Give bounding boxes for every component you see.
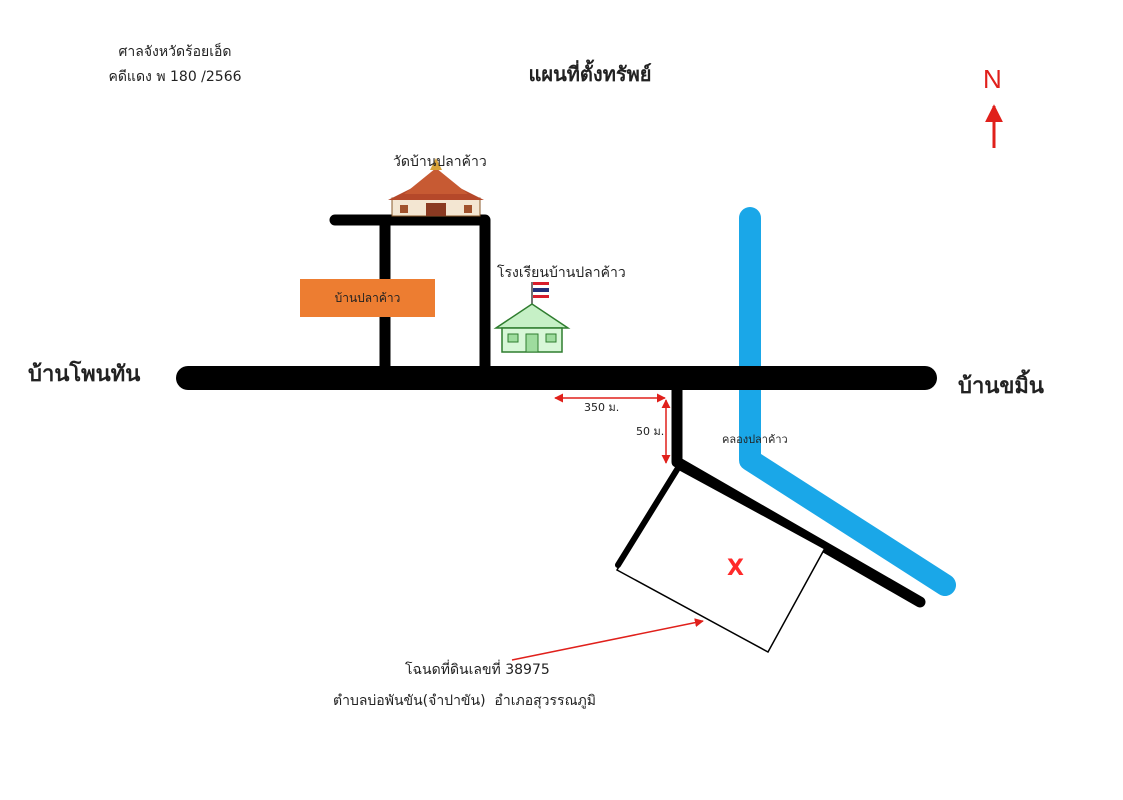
distance-vertical-label: 50 ม. (636, 425, 665, 438)
west-village-label: บ้านโพนทัน (28, 362, 141, 387)
canal-line (739, 207, 956, 596)
village-label: บ้านปลาค้าว (334, 290, 401, 305)
school-icon (493, 282, 571, 353)
map-title: แผนที่ตั้งทรัพย์ (528, 62, 652, 86)
plot-north-edge (677, 466, 826, 550)
court-name: ศาลจังหวัดร้อยเอ็ด (118, 44, 232, 60)
property-road (671, 384, 926, 608)
compass-north-label: N (983, 64, 1002, 94)
plot-west-edge (615, 465, 681, 568)
canal-label: คลองปลาค้าว (722, 433, 788, 446)
temple-label: วัดบ้านปลาค้าว (393, 154, 487, 170)
deed-pointer-arrow (511, 618, 704, 661)
village-box: บ้านปลาค้าว (300, 279, 435, 317)
school-label: โรงเรียนบ้านปลาค้าว (497, 265, 626, 281)
court-info: ศาลจังหวัดร้อยเอ็ด คดีแดง พ 180 /2566 (100, 40, 250, 90)
deed-location: ตำบลบ่อพันขัน(จำปาขัน) อำเภอสุวรรณภูมิ (333, 693, 597, 709)
case-number: คดีแดง พ 180 /2566 (108, 69, 242, 85)
east-village-label: บ้านขมิ้น (958, 374, 1044, 399)
deed-number: โฉนดที่ดินเลขที่ 38975 (405, 662, 550, 678)
property-marker: X (727, 556, 744, 581)
distance-horizontal-label: 350 ม. (584, 401, 620, 414)
temple-icon (388, 158, 484, 217)
